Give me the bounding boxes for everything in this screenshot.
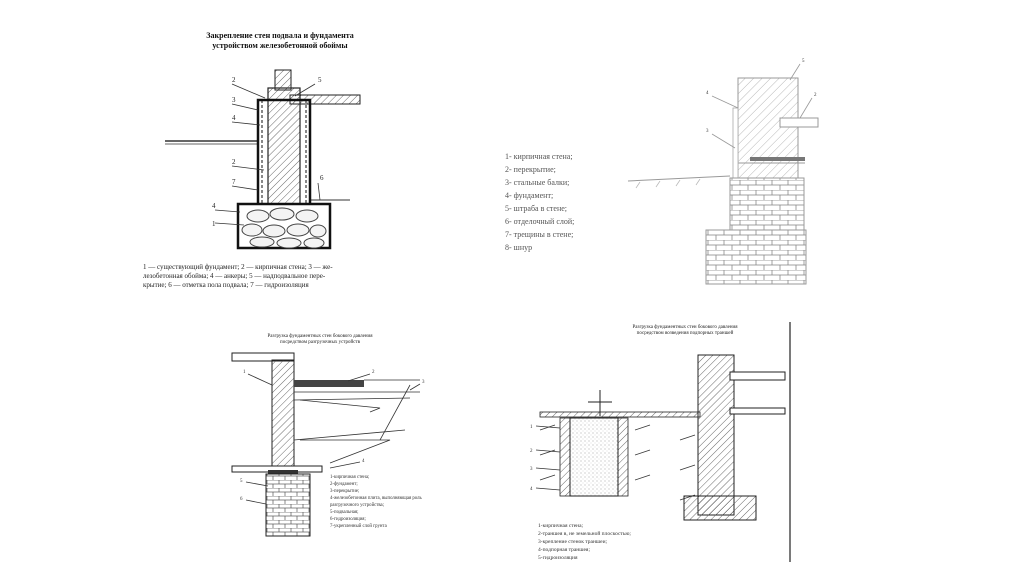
panel3-floor-slab (231, 352, 295, 362)
panel4-legend-item: 3-крепление стенок траншеи; (538, 539, 608, 545)
panel2-legend: 1- кирпичная стена; 2- перекрытие; 3- ст… (505, 150, 574, 254)
panel3-legend-item: 5-подвальная; (330, 510, 359, 515)
panel1-caption-line1: 1 — существующий фундамент; 2 — кирпична… (143, 263, 333, 271)
panel3-legend: 1-кирпичная стена; 2-фундамент; 3-перекр… (330, 474, 422, 530)
panel2-foundation (729, 177, 805, 231)
panel1-leaders (214, 83, 321, 226)
panel2-foundation-base (705, 229, 807, 285)
panel1-title: Закрепление стен подвала и фундамента ус… (150, 31, 410, 51)
panel1-callout: 1 (212, 220, 216, 228)
panel4-callout: 3 (530, 467, 533, 472)
panel4-callout: 1 (530, 425, 533, 430)
panel4-leaders (535, 425, 561, 491)
panel2-legend-item: 5- штраба в стене; (505, 204, 568, 213)
panel2-leaders (711, 63, 813, 149)
panel3-legend-item: 6-гидроизоляция; (330, 517, 366, 522)
panel2-legend-item: 1- кирпичная стена; (505, 152, 573, 161)
panel4-callout: 4 (530, 487, 533, 492)
panel4-floor-slab (729, 371, 786, 381)
panel1-callout: 4 (232, 114, 236, 122)
panel2-legend-item: 7- трещины в стене; (505, 230, 574, 239)
panel2-floor-slab (779, 117, 819, 128)
panel3-title: Разгрузка фундаментных стен бокового дав… (245, 334, 395, 346)
panel4-legend-item: 2-траншея в, не земельной плоскостью; (538, 531, 631, 537)
panel3-leaders (245, 373, 421, 505)
panel1-caption-line3: крытие; 6 — отметка пола подвала; 7 — ги… (143, 281, 309, 289)
panel4-trench-wall-right (617, 417, 629, 497)
panel4-retaining-trench (569, 417, 619, 497)
panel3-callout: 5 (240, 479, 243, 484)
panel4-trench-wall-left (559, 417, 571, 497)
panel3-waterproofing (268, 470, 298, 474)
panel1-callouts: 2 5 3 4 2 7 6 4 1 (212, 76, 324, 228)
panel3-legend-item: 1-кирпичная стена; (330, 475, 370, 480)
panel3-callouts: 1 2 3 4 5 6 (240, 370, 425, 502)
panel3-legend-item: 3-перекрытие; (330, 489, 360, 494)
panel3-callout: 1 (243, 370, 246, 375)
panel1-rubble-stones (241, 207, 327, 249)
panel1-wall-top (274, 69, 292, 91)
panel1-title-line2: устройством железобетонной обоймы (212, 41, 348, 50)
panel3-legend-item: разгрузочного устройства; (330, 503, 385, 508)
panel3-legend-item: 7-укрепленный слой грунта (330, 524, 387, 529)
panel1-title-line1: Закрепление стен подвала и фундамента (206, 31, 354, 40)
panel2-legend-item: 3- стальные балки; (505, 178, 570, 187)
panel4-ground-surface (539, 411, 701, 418)
panel4-legend-item: 1-кирпичная стена; (538, 523, 584, 529)
panel3-callout: 3 (422, 380, 425, 385)
panel4-foundation (683, 495, 757, 521)
panel2-callout: 2 (814, 93, 817, 98)
panel1-caption-line2: лезобетонная обойма; 4 — анкеры; 5 — над… (143, 272, 326, 280)
panel1-callout: 6 (320, 174, 324, 182)
panel4-title: Разгрузка фундаментных стен бокового дав… (600, 325, 770, 337)
panel3-callout: 6 (240, 497, 243, 502)
panel1-callout: 3 (232, 96, 236, 104)
panel1-ground (165, 140, 350, 201)
panel1-callout: 4 (212, 202, 216, 210)
panel3-legend-item: 2-фундамент; (330, 482, 358, 487)
panel3-title-line2: посредством разгрузочных устройств (280, 340, 360, 345)
panel3-title-line1: Разгрузка фундаментных стен бокового дав… (267, 334, 373, 339)
panel3-callout: 4 (362, 459, 365, 464)
panel1-callout: 2 (232, 158, 236, 166)
panel2-legend-item: 4- фундамент; (505, 191, 554, 200)
panel1-callout: 5 (318, 76, 322, 84)
panel1-brick-wall (267, 87, 301, 207)
panel4-floor-slab-lower (729, 407, 786, 415)
panel3-soil-lines (293, 384, 411, 464)
panel1-caption: 1 — существующий фундамент; 2 — кирпична… (143, 263, 405, 290)
panel2-callouts: 5 4 3 2 (706, 59, 817, 134)
panel4-marker-cross (588, 390, 612, 416)
panel4-title-line1: Разгрузка фундаментных стен бокового дав… (632, 325, 738, 330)
panel2-steel-beam (750, 157, 805, 161)
panel2-legend-item: 8- шнур (505, 243, 533, 252)
panel4-legend: 1-кирпичная стена; 2-траншея в, не земел… (538, 522, 631, 562)
panel3-legend-item: 4-железобетонная плита, выполняющая роль (330, 496, 422, 501)
panel2-callout: 3 (706, 129, 709, 134)
panel3-foundation (265, 473, 311, 537)
panel4-brick-wall (697, 354, 735, 516)
panel4-legend-item: 5-гидроизоляция (538, 555, 578, 561)
panel2-legend-item: 2- перекрытие; (505, 165, 556, 174)
panel3-relief-slab (294, 380, 364, 387)
panel2-legend-item: 6- отделочный слой; (505, 217, 575, 226)
panel2-brick-wall (737, 77, 799, 179)
panel4-callout: 2 (530, 449, 533, 454)
panel3-callout: 2 (372, 370, 375, 375)
panel2-callout: 4 (706, 91, 709, 96)
panel4-title-line2: посредством возведения подпорных траншей (636, 331, 734, 336)
panel4-callouts: 1 2 3 4 (530, 425, 533, 492)
panel2-callout: 5 (802, 59, 805, 64)
panel1-callout: 7 (232, 178, 236, 186)
panel1-callout: 2 (232, 76, 236, 84)
panel4-legend-item: 4-подпорная траншея; (538, 547, 590, 553)
